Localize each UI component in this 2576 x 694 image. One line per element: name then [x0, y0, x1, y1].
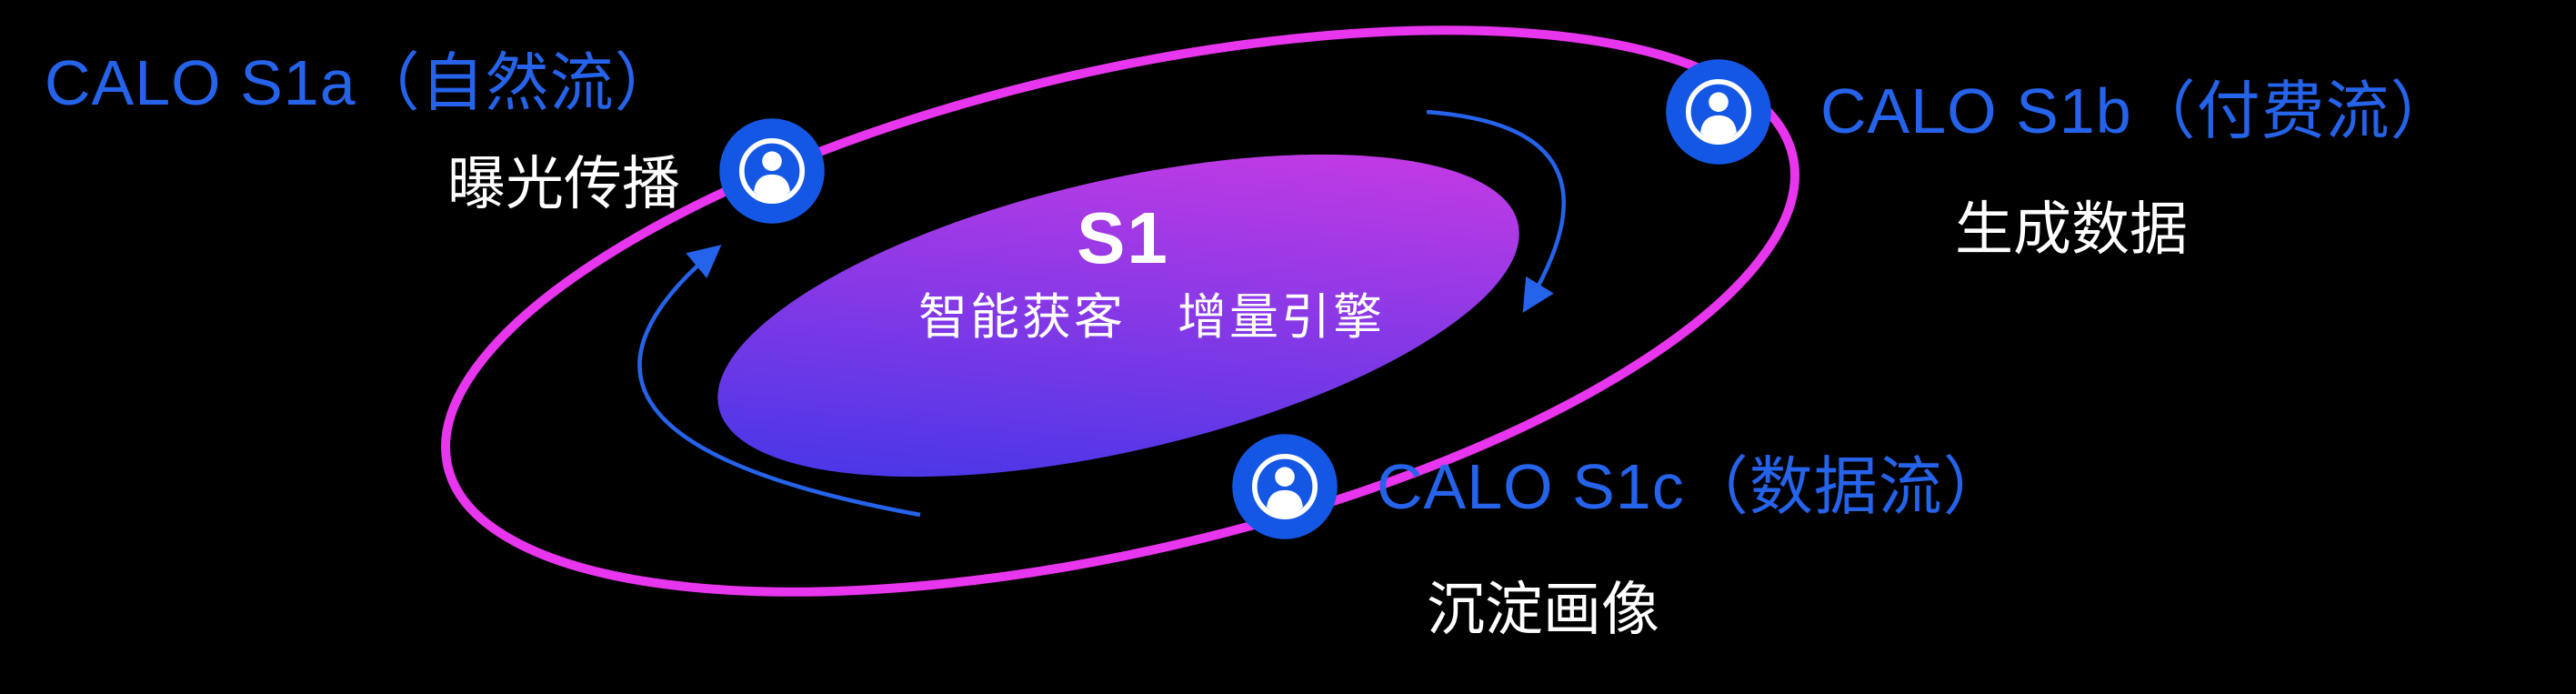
orbit-ellipse [441, 25, 1799, 597]
node-s1a-badge [718, 117, 826, 225]
node-s1b-subtitle: 生成数据 [1955, 196, 2188, 262]
person-badge-icon [1232, 434, 1338, 539]
node-s1c-subtitle: 沉淀画像 [1427, 577, 1659, 642]
node-s1b-badge [1665, 58, 1772, 166]
node-s1c-badge [1231, 433, 1338, 540]
flow-arrow-left [637, 245, 921, 518]
core-ellipse [717, 154, 1519, 478]
core-title: S1 [1077, 197, 1169, 278]
node-s1a-subtitle: 曝光传播 [447, 151, 680, 216]
person-badge-icon [719, 118, 825, 224]
core-label-group: S1 智能获客 增量引擎 [918, 197, 1385, 345]
node-s1c-title: CALO S1c（数据流） [1377, 451, 2008, 522]
node-s1b-title: CALO S1b（付费流） [1820, 75, 2455, 146]
core-subtitle: 智能获客 增量引擎 [918, 290, 1385, 345]
person-badge-icon [1666, 59, 1771, 165]
flow-arrow-right [1426, 109, 1566, 313]
node-s1a-title: CALO S1a（自然流） [45, 47, 679, 118]
